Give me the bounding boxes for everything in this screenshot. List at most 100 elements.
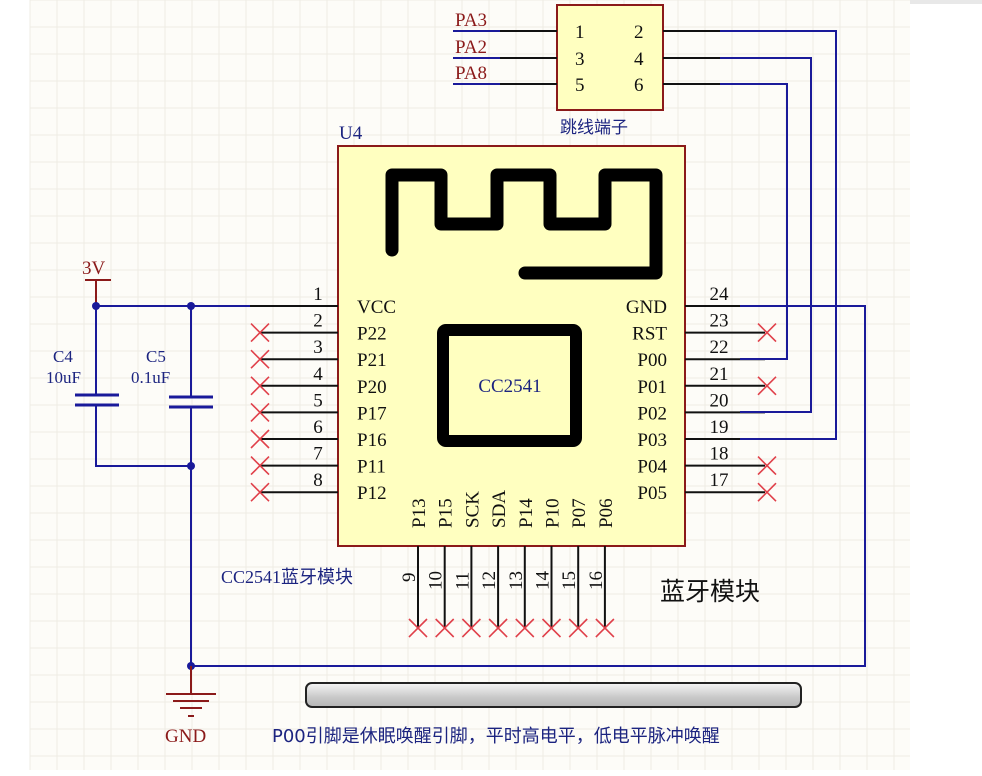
ground-label: GND — [165, 726, 206, 747]
header-pin-row[interactable]: PA3 1 2 — [453, 10, 720, 43]
pin-number: 6 — [634, 75, 644, 96]
no-connect-icon — [488, 618, 508, 638]
pin-number: 4 — [313, 364, 323, 385]
pin-number: 12 — [479, 571, 500, 590]
pin-name: P15 — [436, 498, 457, 528]
pin-number: 14 — [533, 571, 554, 591]
pin-number: 15 — [559, 571, 580, 590]
pin-name: SCK — [462, 491, 483, 528]
module-pin-bottom[interactable]: P10 14 — [533, 498, 564, 638]
no-connect-icon — [757, 456, 777, 476]
module-u4[interactable]: U4 CC2541 1VCC2P223P214P205P176P167P118P… — [250, 123, 777, 638]
pin-number: 1 — [313, 284, 323, 305]
pin-number: 5 — [313, 390, 323, 411]
pin-name: SDA — [489, 490, 510, 528]
pin-name: P07 — [569, 498, 590, 528]
capacitor-c5[interactable]: C5 0.1uF — [131, 306, 213, 666]
supply-label: 3V — [82, 258, 106, 279]
window-edge — [880, 0, 982, 4]
pin-name: P12 — [357, 483, 387, 504]
pin-number: 1 — [575, 22, 585, 43]
pin-number: 3 — [313, 337, 323, 358]
c5-ref: C5 — [146, 347, 166, 366]
module-pin-bottom[interactable]: P13 9 — [399, 498, 430, 638]
pin-number: 20 — [710, 390, 729, 411]
no-connect-icon — [541, 618, 562, 638]
pin-number: 24 — [710, 284, 730, 305]
no-connect-icon — [250, 429, 270, 449]
pin-number: 22 — [710, 337, 729, 358]
module-pin-bottom[interactable]: P14 13 — [506, 498, 537, 638]
no-connect-icon — [250, 402, 270, 422]
pin-number: 5 — [575, 75, 585, 96]
no-connect-icon — [250, 323, 270, 343]
pin-number: 4 — [634, 49, 644, 70]
ground-icon — [166, 666, 216, 717]
pin-number: 8 — [313, 470, 323, 491]
pin-number: 13 — [506, 571, 527, 590]
header-label: 跳线端子 — [560, 118, 628, 138]
no-connect-icon — [250, 456, 270, 476]
module-designator: U4 — [339, 123, 363, 144]
c5-value: 0.1uF — [131, 368, 170, 387]
pin-number: 3 — [575, 49, 585, 70]
pin-number: 21 — [710, 364, 729, 385]
net-label: PA3 — [455, 10, 487, 31]
capacitor-c4[interactable]: C4 10uF — [46, 306, 191, 467]
no-connect-icon — [515, 618, 535, 638]
header-routes — [720, 30, 837, 440]
no-connect-icon — [408, 618, 428, 638]
pin-name: P21 — [357, 350, 387, 371]
pin-number: 11 — [452, 572, 473, 590]
no-connect-icon — [595, 618, 615, 638]
c4-ref: C4 — [53, 347, 73, 366]
pin-name: P06 — [596, 498, 617, 528]
module-pin-bottom[interactable]: P07 15 — [559, 498, 590, 638]
no-connect-icon — [250, 376, 270, 396]
no-connect-icon — [435, 618, 455, 638]
pin-number: 2 — [634, 22, 644, 43]
c4-value: 10uF — [46, 368, 81, 387]
pin-name: P13 — [409, 498, 430, 528]
pin-name: P02 — [637, 403, 667, 424]
module-pin-bottom[interactable]: SDA 12 — [479, 490, 510, 638]
no-connect-icon — [250, 482, 270, 502]
pin-name: P01 — [637, 377, 667, 398]
no-connect-icon — [250, 349, 270, 369]
pin-name: P00 — [637, 350, 667, 371]
no-connect-icon — [757, 482, 777, 502]
pin-name: P10 — [543, 498, 564, 528]
pin-number: 6 — [313, 417, 323, 438]
video-progress-bar[interactable] — [305, 682, 802, 708]
pin-number: 2 — [313, 311, 323, 332]
no-connect-icon — [461, 618, 481, 638]
pin-number: 7 — [313, 444, 323, 465]
module-pin-bottom[interactable]: SCK 11 — [452, 491, 483, 638]
pin-name: P11 — [357, 457, 386, 478]
pin-name: P14 — [516, 498, 537, 528]
power-network: 3V C4 10uF C5 0.1uF — [46, 258, 866, 747]
pin-name: P20 — [357, 377, 387, 398]
module-comment: CC2541蓝牙模块 — [221, 567, 353, 587]
pin-number: 9 — [399, 573, 420, 583]
